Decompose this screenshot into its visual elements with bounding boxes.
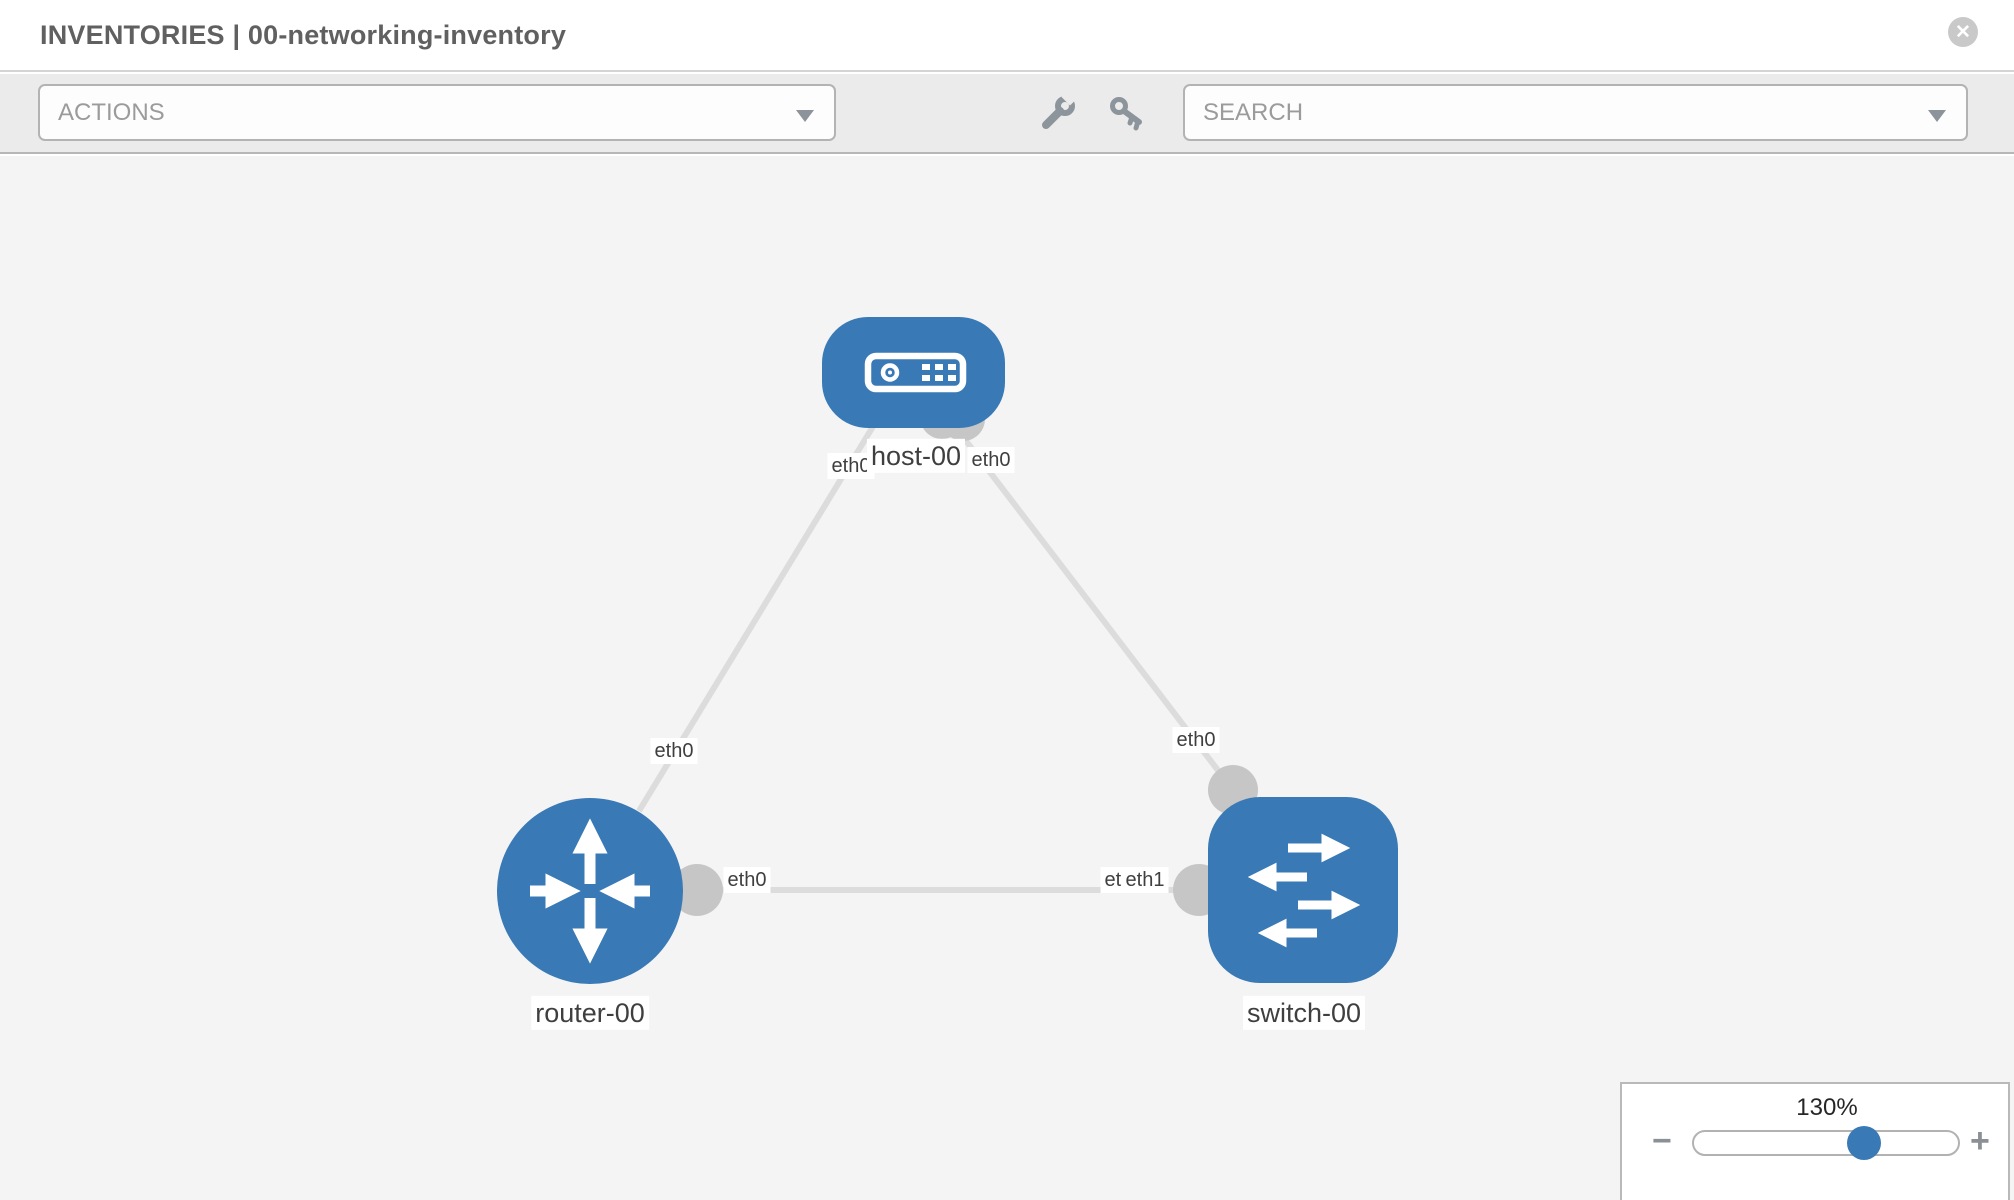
zoom-out-button[interactable]: − [1652,1122,1672,1160]
times-circle-icon: ✕ [1955,21,1971,43]
search-dropdown-label: SEARCH [1203,98,1304,126]
header-bar: INVENTORIES | 00-networking-inventory ✕ [0,0,2014,72]
toolbar-icon-group [1040,84,1170,141]
topology-canvas[interactable] [0,156,2014,1200]
actions-dropdown[interactable]: ACTIONS [38,84,836,141]
interface-label: eth0 [723,867,771,893]
switch-icon [1247,833,1361,948]
zoom-percent-label: 130% [1796,1094,1858,1121]
node-host-00[interactable] [822,317,1005,428]
node-switch-00[interactable] [1208,797,1398,983]
node-label-router: router-00 [531,995,649,1031]
search-dropdown[interactable]: SEARCH [1183,84,1968,141]
zoom-slider-track[interactable] [1692,1130,1960,1156]
host-icon [864,352,967,393]
node-label-switch: switch-00 [1242,995,1366,1031]
interface-label: eth0 [827,453,875,479]
chevron-down-icon [1928,110,1946,122]
chevron-down-icon [796,110,814,122]
node-label-host: host-00 [866,438,966,474]
interface-label: eth0 [1172,727,1220,753]
close-button[interactable]: ✕ [1948,17,1978,47]
interface-label: eth1 [1121,867,1169,893]
router-icon [530,818,650,964]
zoom-in-button[interactable]: + [1970,1122,1990,1160]
toolbar: ACTIONS SEARCH [0,74,2014,154]
page-title: INVENTORIES | 00-networking-inventory [40,19,567,50]
interface-label: eth0 [650,738,698,764]
zoom-slider-knob[interactable] [1847,1126,1881,1160]
interface-label: eth0 [967,447,1015,473]
actions-dropdown-label: ACTIONS [58,98,165,126]
key-icon[interactable] [1108,95,1144,131]
zoom-panel: 130% − + [1620,1082,2010,1200]
wrench-icon[interactable] [1040,94,1076,131]
port-router-eth0[interactable] [671,864,723,916]
node-router-00[interactable] [497,798,683,984]
